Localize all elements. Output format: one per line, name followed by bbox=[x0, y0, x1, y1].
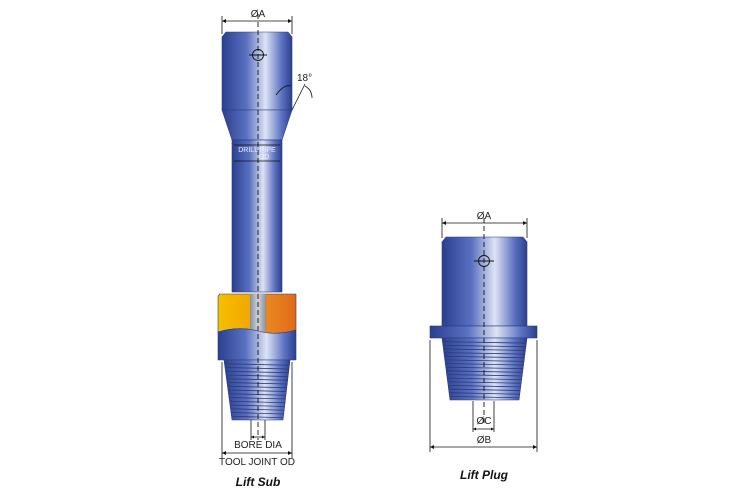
thread-line bbox=[445, 363, 524, 366]
thread-line bbox=[444, 359, 525, 362]
thread-line bbox=[442, 341, 527, 344]
lift-plug-dim-c-label: ØC bbox=[477, 416, 492, 427]
thread-line bbox=[444, 355, 525, 359]
thread-line bbox=[447, 381, 522, 384]
lift-sub-top-body bbox=[221, 31, 293, 111]
lift-plug: ØA ØC ØB Lift Plug bbox=[429, 211, 538, 482]
thread-line bbox=[445, 366, 524, 370]
thread-line bbox=[229, 404, 285, 407]
lift-sub-angle-line bbox=[291, 83, 306, 111]
lift-sub-dim-a-label: ØA bbox=[251, 9, 266, 20]
lift-sub-taper bbox=[221, 109, 293, 141]
lift-plug-flange bbox=[429, 325, 538, 339]
bore-dia-label: BORE DIA bbox=[234, 440, 282, 451]
thread-line bbox=[230, 412, 284, 415]
thread-line bbox=[449, 392, 520, 395]
thread-line bbox=[226, 382, 288, 385]
thread-line bbox=[443, 348, 526, 351]
thread-line bbox=[446, 370, 523, 373]
lift-sub-angle-label: 18° bbox=[297, 73, 312, 84]
thread-line bbox=[443, 352, 526, 355]
drill-pipe-od-label-1: DRILL PIPE bbox=[238, 147, 276, 154]
drill-pipe-od-label-2: OD bbox=[259, 154, 270, 161]
lift-sub: ØA 18° DRILL PIPE OD BORE DIA TOOL JOINT… bbox=[217, 9, 313, 489]
thread-line bbox=[228, 393, 287, 396]
thread-line bbox=[225, 370, 289, 374]
thread-line bbox=[448, 388, 521, 391]
thread-line bbox=[230, 408, 285, 411]
lift-plug-body bbox=[441, 236, 528, 327]
lift-plug-caption: Lift Plug bbox=[460, 468, 509, 482]
thread-line bbox=[226, 378, 288, 381]
lift-sub-box-band bbox=[217, 328, 297, 361]
thread-line bbox=[227, 389, 287, 392]
thread-line bbox=[231, 415, 284, 419]
thread-line bbox=[449, 395, 520, 399]
lift-sub-thread-lines bbox=[224, 363, 290, 419]
thread-line bbox=[224, 363, 290, 366]
tool-joint-od-label: TOOL JOINT OD bbox=[219, 457, 295, 468]
thread-line bbox=[447, 377, 522, 381]
lift-sub-caption: Lift Sub bbox=[236, 475, 281, 489]
lift-plug-thread-lines bbox=[442, 341, 527, 399]
thread-line bbox=[446, 374, 523, 377]
thread-line bbox=[225, 374, 289, 377]
thread-line bbox=[229, 400, 286, 404]
lift-plug-dim-b-label: ØB bbox=[477, 435, 492, 446]
thread-line bbox=[448, 385, 521, 388]
thread-line bbox=[224, 367, 290, 370]
lift-plug-dim-a-label: ØA bbox=[477, 211, 492, 222]
thread-line bbox=[227, 385, 287, 389]
lift-sub-neck bbox=[231, 139, 283, 293]
thread-line bbox=[442, 344, 527, 348]
thread-line bbox=[228, 397, 286, 400]
